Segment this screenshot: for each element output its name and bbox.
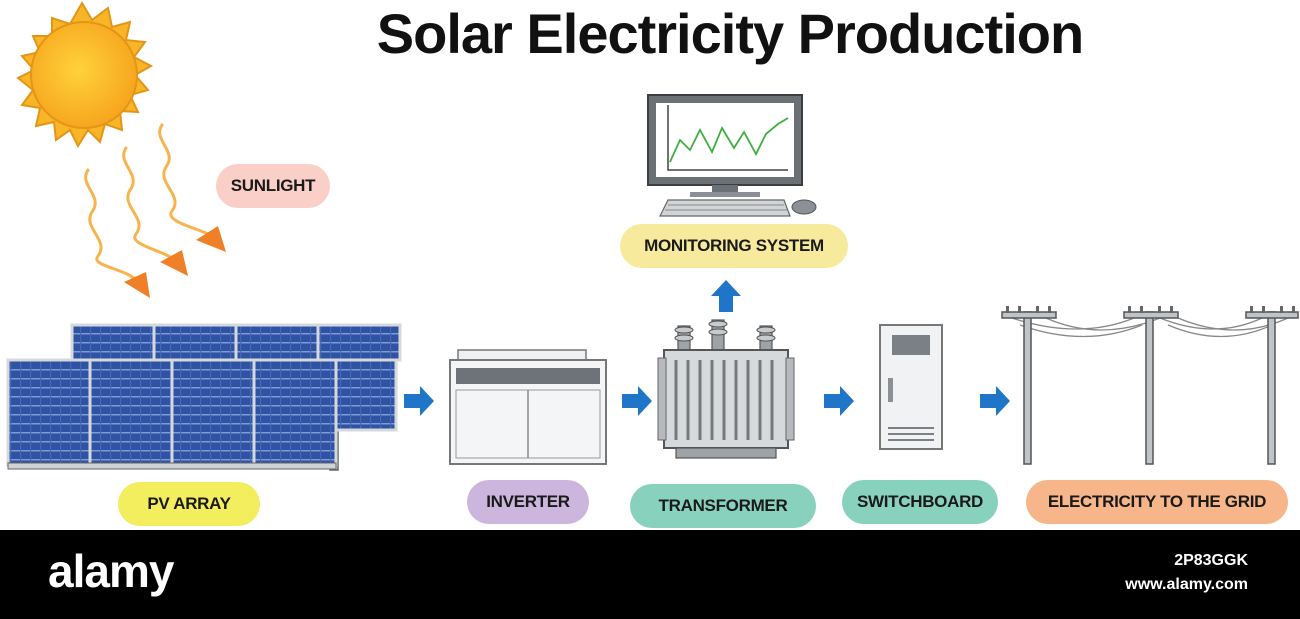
diagram-canvas: Solar Electricity Production	[6, 1, 1299, 528]
monitoring-system-label: MONITORING SYSTEM	[620, 224, 848, 268]
inverter-icon	[449, 349, 607, 465]
page-title: Solar Electricity Production	[376, 2, 1084, 65]
grid-label: ELECTRICITY TO THE GRID	[1026, 480, 1288, 524]
monitor-icon	[647, 94, 803, 197]
sun-icon	[16, 1, 154, 149]
flow-arrow-icon	[404, 280, 1010, 416]
pv-array-label: PV ARRAY	[118, 482, 260, 526]
image-id: 2P83GGK	[1174, 552, 1248, 569]
sunlight-label: SUNLIGHT	[216, 164, 330, 208]
sunlight-arrowheads	[124, 226, 226, 298]
sunlight-ray-icon	[84, 123, 210, 282]
inverter-label: INVERTER	[467, 480, 589, 524]
keyboard-icon	[659, 199, 791, 217]
brand-logo: alamy	[48, 545, 174, 597]
watermark-footer: alamy 2P83GGK www.alamy.com	[0, 530, 1300, 619]
diagram-artwork	[6, 1, 1299, 471]
transformer-icon	[657, 319, 795, 459]
switchboard-label: SWITCHBOARD	[842, 480, 998, 524]
site-url: www.alamy.com	[1125, 576, 1248, 593]
transformer-label: TRANSFORMER	[630, 484, 816, 528]
solar-panel-icon	[6, 323, 402, 471]
mouse-icon	[791, 199, 817, 215]
power-pole-icon	[1001, 306, 1299, 465]
switchboard-icon	[879, 324, 943, 450]
